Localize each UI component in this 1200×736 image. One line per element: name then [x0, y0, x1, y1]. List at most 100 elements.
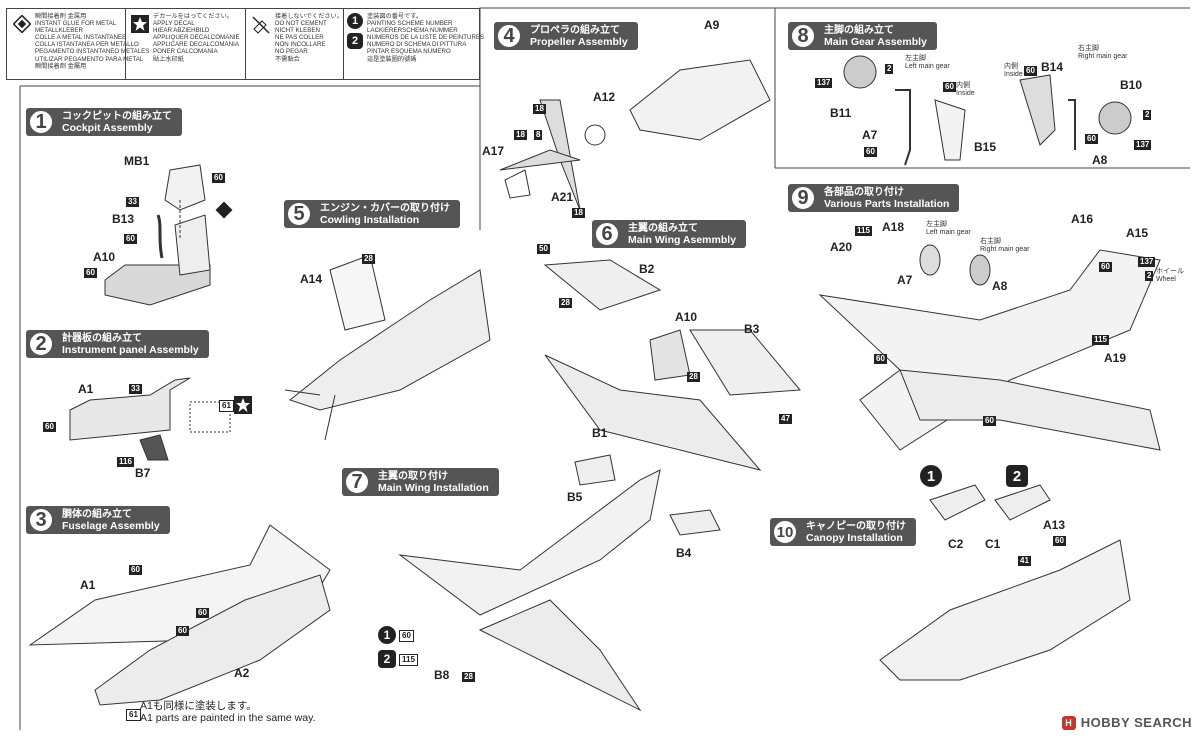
part-label: A10 — [675, 310, 698, 324]
paint-code: 137 — [1134, 140, 1152, 150]
paint-code: 60 — [43, 422, 56, 432]
paint-code: 60 — [983, 416, 996, 426]
paint-code: 28 — [559, 298, 572, 308]
paint-code: 137 — [1138, 257, 1156, 267]
paint-code: 18 — [533, 104, 546, 114]
part-label: A12 — [593, 90, 616, 104]
part-label: A1 — [78, 382, 94, 396]
paint-code: 60 — [864, 147, 877, 157]
paint-code: 60 — [129, 565, 142, 575]
paint-code: 28 — [362, 254, 375, 264]
paint-code: 60 — [212, 173, 225, 183]
paint-code: 61 — [219, 400, 234, 412]
paint-code: 47 — [779, 414, 792, 424]
part-label: B4 — [676, 546, 692, 560]
part-label: A7 — [897, 273, 913, 287]
part-label: B7 — [135, 466, 151, 480]
part-label: C2 — [948, 537, 964, 551]
paint-code: 33 — [126, 197, 139, 207]
part-label: A8 — [1092, 153, 1108, 167]
cockpit-floor-part — [104, 264, 211, 306]
paint-code: 115 — [855, 226, 872, 236]
part-label: MB1 — [124, 154, 150, 168]
paint-code: 61 — [126, 709, 141, 721]
part-label: C1 — [985, 537, 1001, 551]
scheme-1-icon: 1 — [378, 626, 396, 644]
paint-code: 116 — [117, 457, 134, 467]
part-label: B13 — [112, 212, 135, 226]
paint-code: 60 — [874, 354, 887, 364]
paint-code: 60 — [1024, 66, 1037, 76]
paint-code: 60 — [1053, 536, 1066, 546]
painting-note: A1も同様に塗装します。A1 parts are painted in the … — [140, 700, 316, 724]
part-label: B15 — [974, 140, 997, 154]
part-label: B1 — [592, 426, 608, 440]
part-label: B3 — [744, 322, 760, 336]
paint-code: 2 — [1143, 110, 1152, 120]
part-label: B10 — [1120, 78, 1143, 92]
paint-code: 8 — [534, 130, 543, 140]
metal-glue-icon — [13, 15, 31, 33]
paint-code: 60 — [1085, 134, 1098, 144]
seat-part — [164, 164, 206, 211]
paint-code: 33 — [129, 384, 142, 394]
part-label: A20 — [830, 240, 853, 254]
part-label: A8 — [992, 279, 1008, 293]
part-label: B11 — [830, 106, 852, 120]
part-label: A21 — [551, 190, 574, 204]
part-label: A16 — [1071, 212, 1094, 226]
paint-code: 60 — [943, 82, 956, 92]
scheme-2-icon: 2 — [347, 33, 363, 49]
scheme-1-icon: 1 — [920, 465, 942, 487]
scheme-2-icon: 2 — [1006, 465, 1028, 487]
paint-code: 115 — [399, 654, 418, 666]
part-label: A14 — [300, 272, 323, 286]
paint-code: 2 — [1145, 271, 1154, 281]
part-label: B14 — [1041, 60, 1064, 74]
paint-code: 60 — [196, 608, 209, 618]
scheme-1-icon: 1 — [347, 13, 363, 29]
paint-code: 28 — [462, 672, 475, 682]
part-label: B2 — [639, 262, 655, 276]
part-label: B5 — [567, 490, 583, 504]
part-label: A1 — [80, 578, 96, 592]
part-label: A19 — [1104, 351, 1127, 365]
paint-code: 41 — [1018, 556, 1031, 566]
part-label: A13 — [1043, 518, 1066, 532]
part-label: A17 — [482, 144, 505, 158]
paint-code: 50 — [537, 244, 550, 254]
part-label: A2 — [234, 666, 250, 680]
decal-star-icon — [234, 396, 252, 414]
hobby-search-logo-icon: H — [1061, 715, 1076, 730]
part-label: A10 — [93, 250, 116, 264]
paint-code: 60 — [399, 630, 414, 642]
part-label: B8 — [434, 668, 450, 682]
metal-glue-icon — [215, 201, 233, 219]
paint-code: 28 — [687, 372, 700, 382]
paint-code: 18 — [514, 130, 527, 140]
paint-code: 60 — [84, 268, 97, 278]
part-label: A9 — [704, 18, 720, 32]
part-label: A15 — [1126, 226, 1149, 240]
decal-star-icon — [131, 15, 149, 33]
